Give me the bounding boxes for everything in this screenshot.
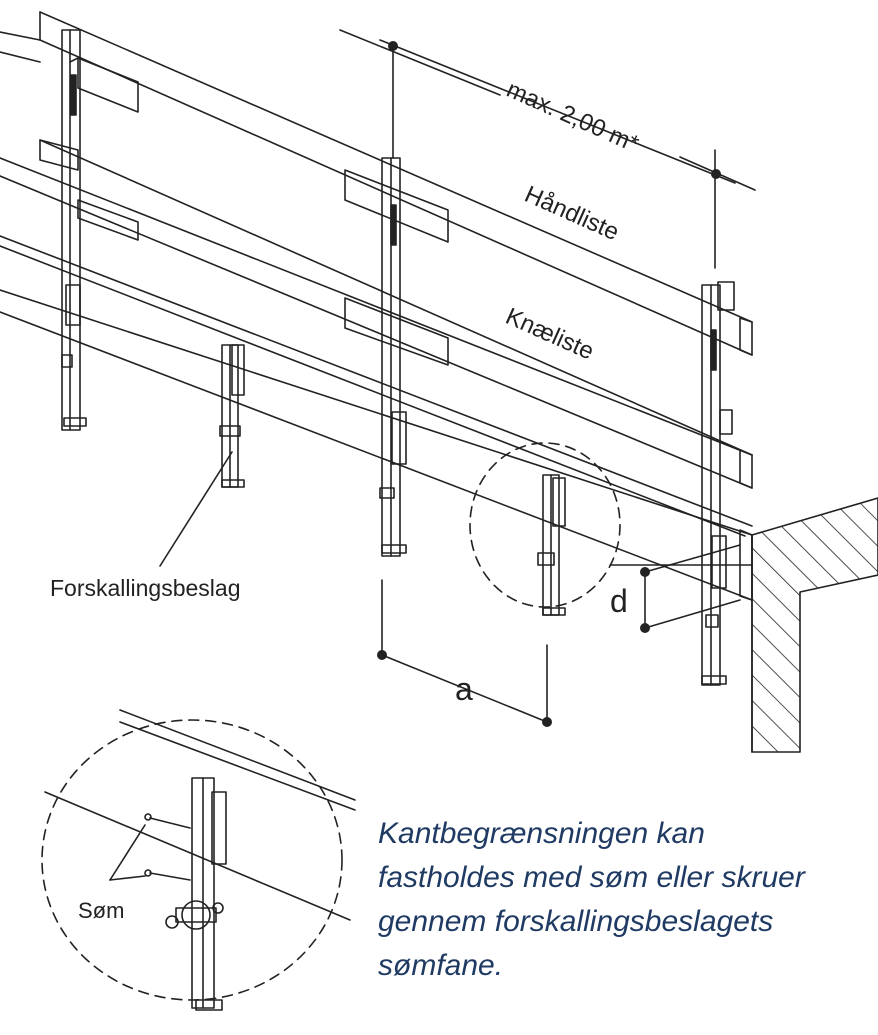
bracket-label: Forskallingsbeslag bbox=[50, 575, 240, 601]
bracket-leader bbox=[159, 451, 233, 567]
rail-blocks bbox=[39, 57, 449, 366]
formwork-board bbox=[0, 235, 753, 601]
bracket-right bbox=[537, 474, 566, 616]
caption-text: Kantbegrænsningen kan fastholdes med søm… bbox=[378, 812, 868, 988]
detail-view bbox=[41, 709, 356, 1011]
dim-d-label: d bbox=[610, 583, 628, 619]
post-middle bbox=[379, 157, 407, 557]
dimension-a bbox=[381, 579, 548, 723]
caption-line: Kantbegrænsningen kan bbox=[378, 817, 705, 850]
concrete-slab bbox=[751, 497, 878, 753]
dimension-d bbox=[609, 544, 753, 629]
handrail-label: Håndliste bbox=[521, 181, 623, 246]
dim-a-label: a bbox=[455, 671, 473, 707]
kneerail-label: Knæliste bbox=[502, 303, 598, 366]
caption-line: sømfane. bbox=[378, 949, 504, 982]
hand-rail bbox=[0, 11, 753, 356]
bracket-left bbox=[219, 344, 245, 488]
span-label: max. 2,00 m* bbox=[503, 76, 643, 158]
post-left bbox=[61, 29, 87, 431]
post-right bbox=[701, 281, 735, 686]
knee-rail bbox=[0, 139, 753, 489]
caption-line: fastholdes med søm eller skruer bbox=[378, 861, 805, 894]
detail-circle-small bbox=[469, 442, 621, 608]
nails-label: Søm bbox=[78, 898, 124, 923]
caption-line: gennem forskallingsbeslagets bbox=[378, 905, 774, 938]
